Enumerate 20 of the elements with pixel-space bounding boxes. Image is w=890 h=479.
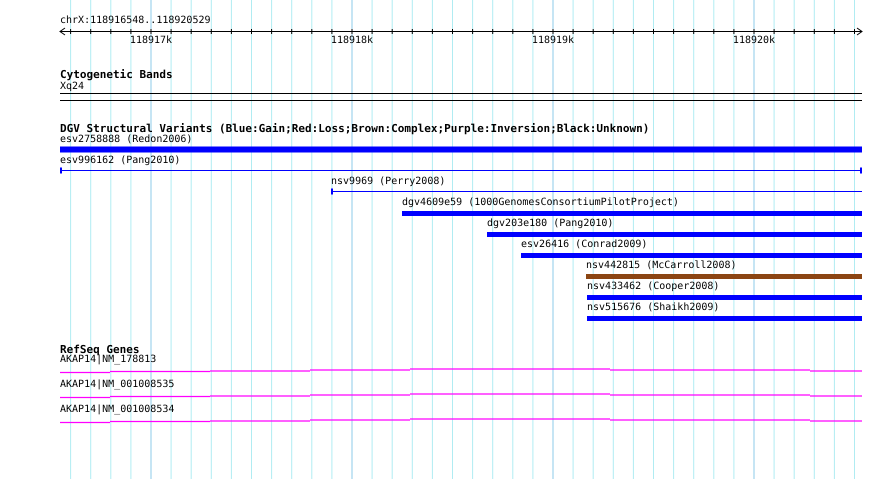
variant-label: esv2758888 (Redon2006): [60, 134, 192, 146]
tick-label: 118920k: [732, 35, 776, 47]
tick-label: 118918k: [330, 35, 374, 47]
gene-label: AKAP14|NM_001008535: [60, 379, 174, 391]
track-title: DGV Structural Variants (Blue:Gain;Red:Loss;Brown:Complex;Purple:Inversion;Black:Unknown): [60, 122, 650, 135]
gene-label: AKAP14|NM_178813: [60, 354, 156, 366]
variant-label: dgv203e180 (Pang2010): [487, 218, 614, 230]
variant-label: nsv442815 (McCarroll2008): [586, 260, 737, 272]
variant-label: nsv515676 (Shaikh2009): [587, 302, 720, 314]
coordinate-label: chrX:118916548..118920529: [60, 15, 211, 27]
track-title: Cytogenetic Bands: [60, 68, 173, 81]
tick-label: 118917k: [130, 35, 172, 47]
band-label: Xq24: [60, 81, 84, 93]
variant-label: esv26416 (Conrad2009): [521, 239, 648, 251]
gene-label: AKAP14|NM_001008534: [60, 404, 174, 416]
variant-label: dgv4609e59 (1000GenomesConsortiumPilotProject): [402, 197, 679, 209]
variant-label: nsv9969 (Perry2008): [331, 176, 446, 188]
variant-label: esv996162 (Pang2010): [60, 155, 180, 167]
variant-label: nsv433462 (Cooper2008): [587, 281, 720, 293]
tick-label: 118919k: [532, 35, 574, 47]
